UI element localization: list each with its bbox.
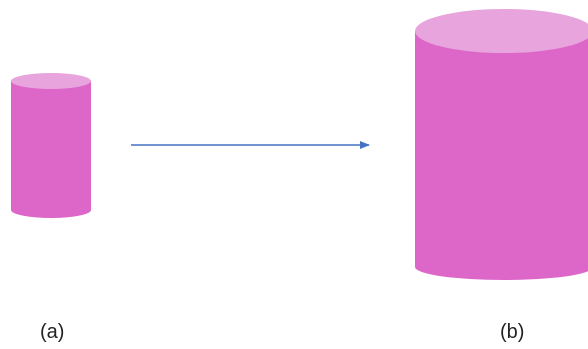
large-cylinder-body (415, 31, 588, 280)
large-cylinder (415, 9, 588, 280)
small-cylinder (11, 73, 91, 218)
label-b: (b) (500, 321, 525, 343)
large-cylinder-top (415, 9, 588, 53)
small-cylinder-body (11, 81, 91, 218)
small-cylinder-top (11, 73, 91, 89)
label-a: (a) (40, 321, 65, 343)
